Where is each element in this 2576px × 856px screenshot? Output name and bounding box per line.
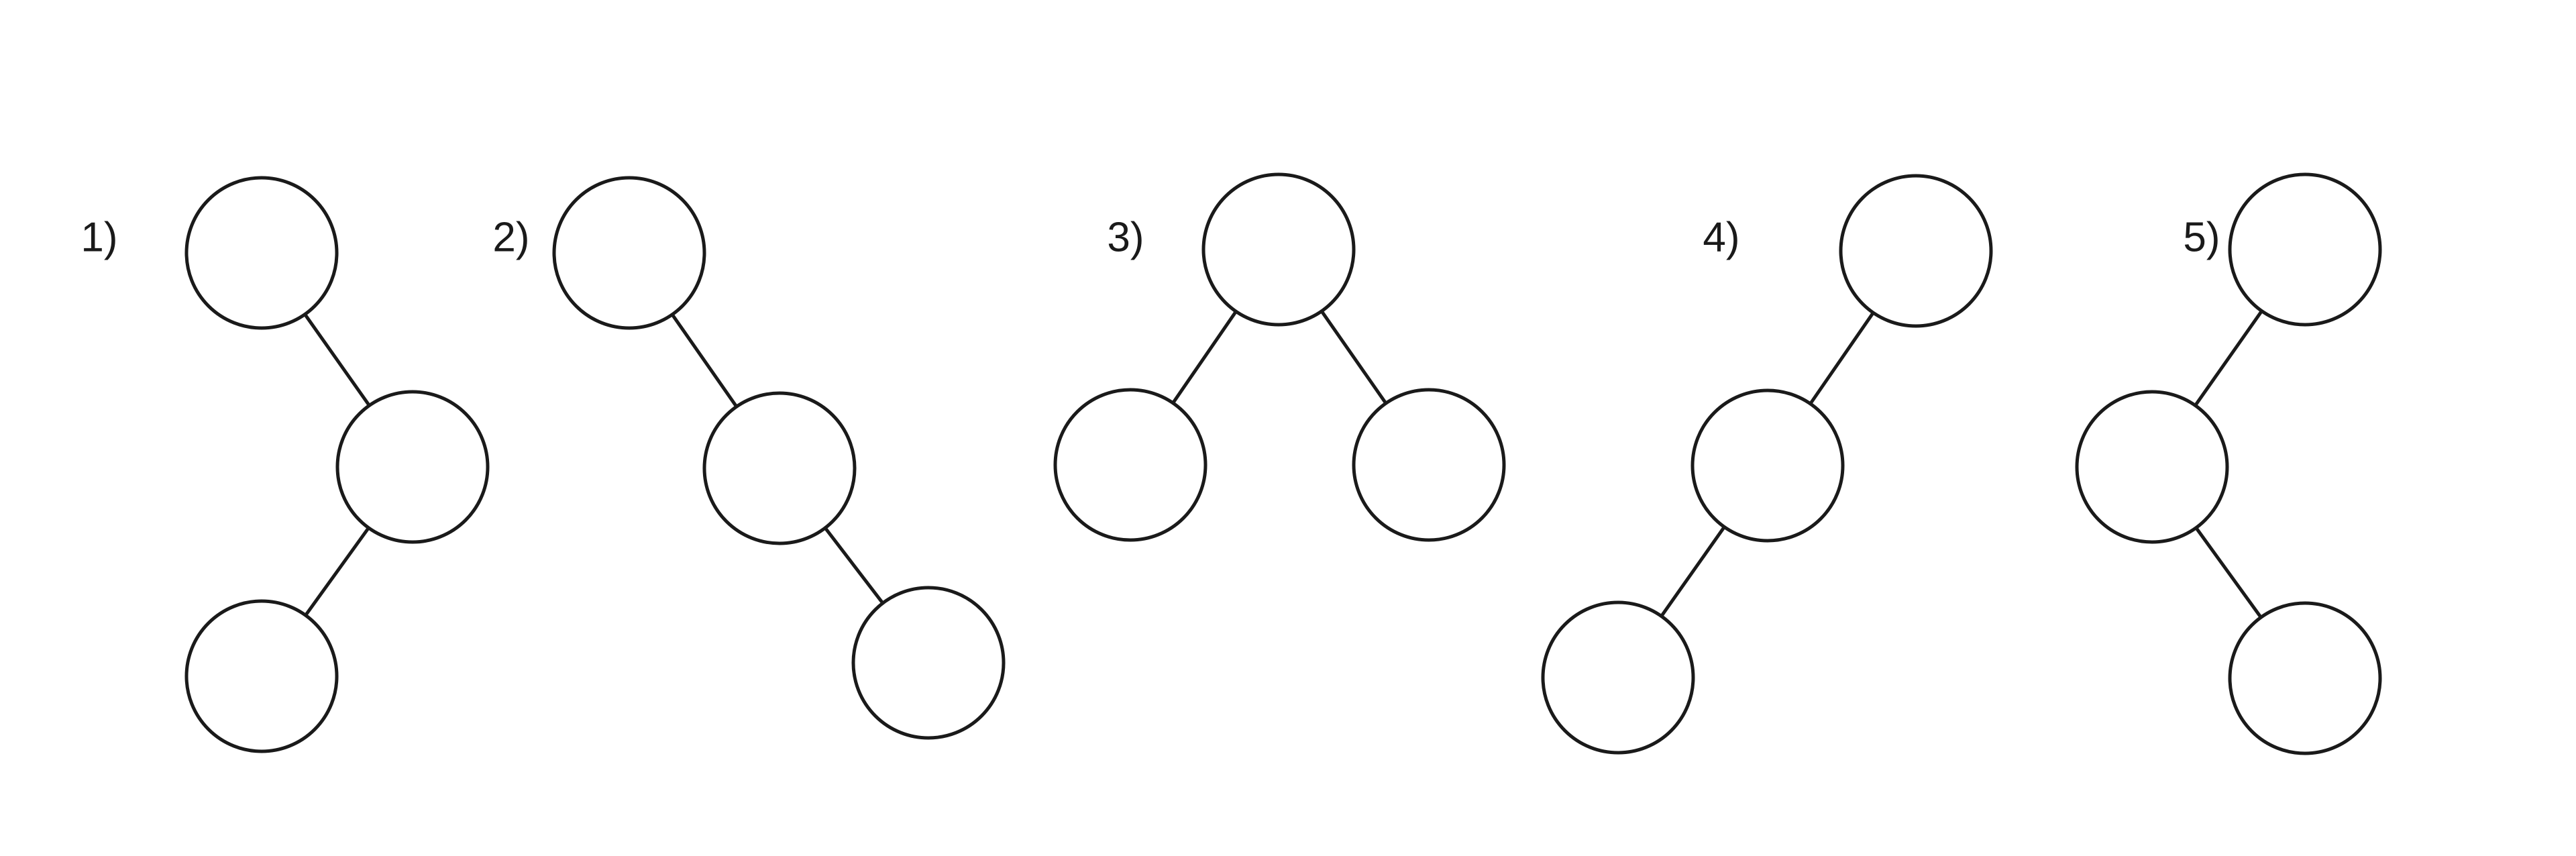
edge-group xyxy=(2192,307,2265,622)
tree-option-3[interactable]: 3) xyxy=(1053,172,1506,542)
tree-edge xyxy=(669,311,740,411)
tree-node-circle[interactable] xyxy=(2228,172,2382,327)
tree-edge xyxy=(1807,309,1877,408)
tree-node-circle[interactable] xyxy=(851,586,1006,740)
tree-node-circle[interactable] xyxy=(1690,388,1845,543)
tree-edge xyxy=(302,524,372,619)
tree-edge xyxy=(2192,307,2265,410)
tree-edge xyxy=(301,310,373,410)
option-label-5: 5) xyxy=(2183,214,2220,260)
tree-edge xyxy=(1318,307,1389,407)
option-label-2: 2) xyxy=(492,214,529,260)
tree-option-1[interactable]: 1) xyxy=(80,176,490,753)
edge-group xyxy=(1169,307,1389,407)
tree-option-5[interactable]: 5) xyxy=(2075,172,2382,755)
tree-edge xyxy=(822,524,886,607)
tree-node-circle[interactable] xyxy=(1541,600,1695,755)
option-label-3: 3) xyxy=(1107,214,1144,260)
tree-option-2[interactable]: 2) xyxy=(492,176,1006,740)
option-label-1: 1) xyxy=(80,214,117,260)
tree-node-circle[interactable] xyxy=(1352,388,1506,542)
tree-node-circle[interactable] xyxy=(702,391,857,545)
tree-edge xyxy=(1658,523,1728,621)
edge-group xyxy=(1658,309,1877,621)
tree-node-circle[interactable] xyxy=(2228,601,2382,755)
tree-node-circle[interactable] xyxy=(184,176,339,330)
tree-node-circle[interactable] xyxy=(184,599,339,753)
tree-node-circle[interactable] xyxy=(1201,172,1356,327)
tree-edge xyxy=(1169,307,1240,407)
edge-group xyxy=(301,310,373,619)
tree-node-circle[interactable] xyxy=(1839,174,1993,328)
option-label-4: 4) xyxy=(1703,214,1739,260)
tree-node-circle[interactable] xyxy=(2075,390,2229,544)
edge-group xyxy=(669,311,886,607)
tree-node-circle[interactable] xyxy=(552,176,706,330)
tree-node-circle[interactable] xyxy=(1053,388,1208,542)
tree-option-4[interactable]: 4) xyxy=(1541,174,1993,755)
tree-edge xyxy=(2192,523,2265,622)
tree-node-circle[interactable] xyxy=(335,390,490,544)
